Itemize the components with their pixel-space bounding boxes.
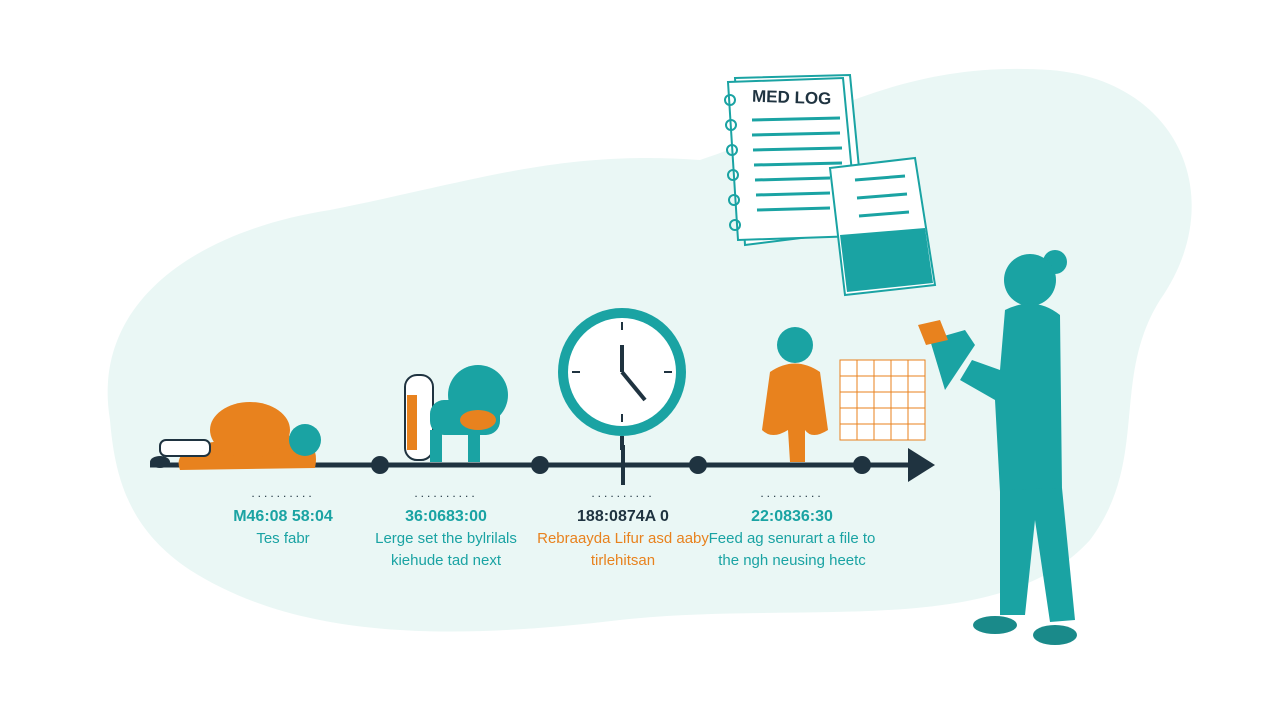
event-description: Lerge set the bylrilals kiehude tad next [375,530,517,569]
event-description: Tes fabr [256,530,310,547]
event-time: 22:0836:30 [751,508,833,525]
baby-lying-figure [150,402,321,470]
event-time: 36:0683:00 [405,508,487,525]
divider: .......... [414,486,478,500]
med-log-document [724,73,867,247]
divider: .......... [251,486,315,500]
event-time: 188:0874A 0 [577,508,669,525]
divider: .......... [591,486,655,500]
chart-document [828,156,937,297]
timeline-event: .......... 22:0836:30 Feed ag senurart a… [702,486,882,572]
event-description: Rebraayda Lifur asd aaby tirlehitsan [537,530,709,569]
clock-icon [558,308,686,450]
timeline-event: .......... M46:08 58:04 Tes fabr [193,486,373,550]
divider: .......... [760,486,824,500]
crawling-figure [404,365,508,462]
standing-child-figure [762,327,828,462]
event-time: M46:08 58:04 [233,508,333,525]
timeline-event: .......... 188:0874A 0 Rebraayda Lifur a… [533,486,713,572]
timeline-event: .......... 36:0683:00 Lerge set the bylr… [356,486,536,572]
growth-chart-icon [839,359,926,441]
med-log-title: MED LOG [751,86,832,109]
event-description: Feed ag senurart a file to the ngh neusi… [708,530,876,569]
nurse-figure [918,250,1077,645]
